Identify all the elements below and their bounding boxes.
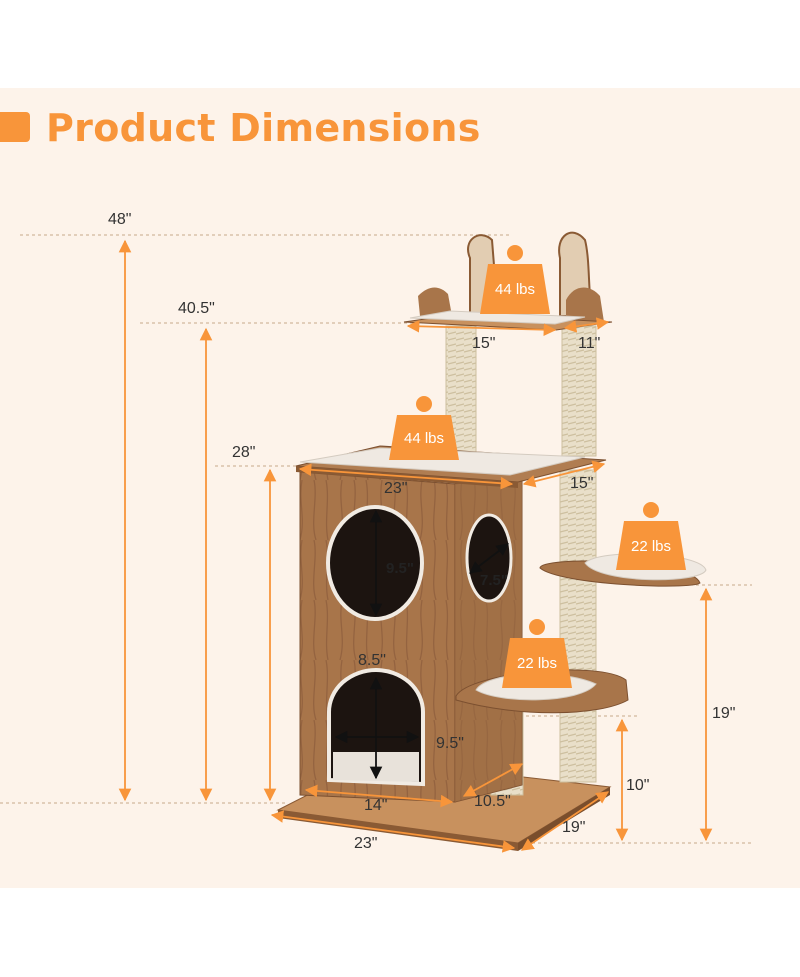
top-platform-width-label: 15": [472, 335, 495, 352]
top-platform-height-label: 40.5": [178, 300, 215, 317]
total-height-label: 48": [108, 211, 131, 228]
width-depth-arrows: [270, 317, 610, 853]
condo-box: [299, 471, 523, 803]
weight-badge-right: 22 lbs: [616, 502, 686, 570]
weight-label-lower: 22 lbs: [517, 655, 557, 672]
weight-label-top: 44 lbs: [495, 281, 535, 298]
dimension-labels: 48" 40.5" 28" 19" 10" 15" 11" 23" 15" 14…: [108, 211, 735, 852]
weight-badge-lower: 22 lbs: [502, 619, 572, 688]
box-base-width-label: 14": [364, 797, 387, 814]
weight-badge-box: 44 lbs: [389, 396, 459, 460]
box-base-depth-label: 10.5": [474, 793, 511, 810]
arch-width-dimension: 8.5": [358, 652, 386, 669]
box-height-label: 28": [232, 444, 255, 461]
top-platform-depth-label: 11": [578, 335, 600, 352]
base-depth-label: 19": [562, 819, 585, 836]
weight-label-right: 22 lbs: [631, 538, 671, 555]
base-width-label: 23": [354, 835, 377, 852]
title-accent-block: [0, 112, 30, 142]
weight-label-box: 44 lbs: [404, 430, 444, 447]
box-top-depth-label: 15": [570, 475, 593, 492]
opening-labels: 9.5" 7.5" 8.5" 9.5": [358, 560, 508, 752]
page-title: Product Dimensions: [46, 106, 481, 150]
opening-arrows: [334, 509, 510, 780]
lower-platform-height-label: 10": [626, 777, 649, 794]
weight-badge-top: 44 lbs: [480, 245, 550, 314]
right-platform-height-label: 19": [712, 705, 735, 722]
side-oval-dimension: 7.5": [480, 572, 508, 589]
arch-height-dimension: 9.5": [436, 735, 464, 752]
height-arrows: [118, 239, 713, 842]
upper-round-dimension: 9.5": [386, 560, 414, 577]
box-top-width-label: 23": [384, 480, 407, 497]
